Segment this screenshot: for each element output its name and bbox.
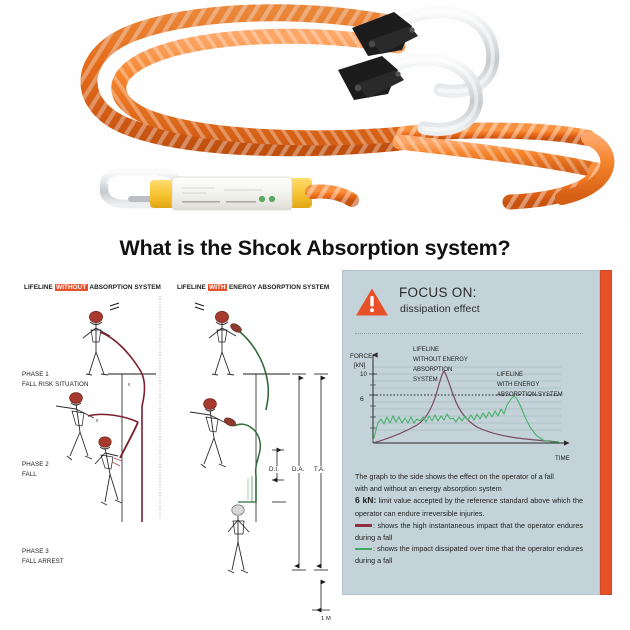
dimension-label-ta: T.A. <box>313 466 327 473</box>
chart-annotation-without: LIFELINE WITHOUT ENERGY ABSORPTION SYSTE… <box>413 347 468 383</box>
worker-phase1-right <box>194 302 237 376</box>
header-with-pre: LIFELINE <box>177 284 208 291</box>
column-with-absorption <box>189 302 290 574</box>
svg-text:WITHOUT ENERGY: WITHOUT ENERGY <box>413 357 468 363</box>
worker-phase2-left <box>55 392 95 461</box>
svg-text:LIFELINE: LIFELINE <box>413 347 439 353</box>
focus-legend-green-text: : shows the impact dissipated over time … <box>355 544 583 565</box>
force-time-chart: FORCE [kN] 10 6 TIME <box>347 341 597 466</box>
warning-triangle-icon <box>355 287 389 317</box>
worker-phase1-left <box>82 302 120 376</box>
series-with-absorption <box>372 395 559 443</box>
focus-kn-label: 6 kN: <box>355 495 377 506</box>
header-without-pre: LIFELINE <box>24 284 55 291</box>
column-header-with: LIFELINE WITH ENERGY ABSORPTION SYSTEM <box>177 284 329 291</box>
worker-phase3-right <box>227 504 250 574</box>
phase-2-label: PHASE 2 FALL <box>22 460 49 479</box>
svg-text:II: II <box>96 418 98 423</box>
fall-sequence-drawing: II II <box>55 296 330 613</box>
fall-diagram-panel: LIFELINE WITHOUT ABSORPTION SYSTEM LIFEL… <box>0 270 342 630</box>
svg-text:LIFELINE: LIFELINE <box>497 372 523 378</box>
chart-xlabel: TIME <box>555 455 570 462</box>
phase-2-caption: FALL <box>22 470 37 478</box>
chart-annotation-with: LIFELINE WITH ENERGY ABSORPTION SYSTEM <box>497 372 563 398</box>
legend-swatch-red-icon <box>355 524 372 527</box>
focus-intro-line-2: with and without an energy absorption sy… <box>355 483 502 493</box>
header-without-post: ABSORPTION SYSTEM <box>87 284 161 291</box>
header-without-highlight: WITHOUT <box>54 284 88 291</box>
focus-body-text: The graph to the side shows the effect o… <box>355 471 583 567</box>
focus-on-panel: FOCUS ON: dissipation effect <box>342 270 600 595</box>
dimension-label-1m: 1 M <box>320 616 332 622</box>
focus-subtitle: dissipation effect <box>400 303 480 315</box>
focus-kn-text: limit value accepted by the reference st… <box>355 496 583 519</box>
focus-legend-green: : shows the impact dissipated over time … <box>355 543 583 566</box>
svg-text:WITH ENERGY: WITH ENERGY <box>497 382 539 388</box>
deployed-absorber <box>238 476 257 503</box>
dimension-lines <box>272 373 330 613</box>
svg-text:ABSORPTION: ABSORPTION <box>413 367 452 373</box>
energy-absorber-pack <box>99 167 359 211</box>
svg-text:ABSORPTION SYSTEM: ABSORPTION SYSTEM <box>497 392 563 398</box>
chart-yunit: [kN] <box>354 362 366 369</box>
svg-text:II: II <box>128 382 130 387</box>
worker-phase3-left <box>94 436 123 506</box>
phase-1-label: PHASE 1 FALL RISK SITUATION <box>22 370 89 389</box>
focus-legend-red-text: : shows the high instantaneous impact th… <box>355 520 583 542</box>
focus-divider <box>355 333 583 334</box>
focus-intro-line-1: The graph to the side shows the effect o… <box>355 472 554 481</box>
column-without-absorption: II II <box>55 302 156 522</box>
worker-phase2-right <box>189 398 229 469</box>
phase-3-number: PHASE 3 <box>22 548 49 555</box>
scaffold-hook-upper <box>352 5 500 98</box>
header-with-highlight: WITH <box>207 284 228 291</box>
phase-2-number: PHASE 2 <box>22 461 49 468</box>
legend-swatch-green-icon <box>355 547 372 550</box>
dimension-label-da: D.A. <box>291 466 306 473</box>
chart-ytick-6: 6 <box>360 396 364 403</box>
header-with-post: ENERGY ABSORPTION SYSTEM <box>227 284 330 291</box>
dimension-label-di: D.I. <box>268 466 281 473</box>
chart-ylabel: FORCE <box>350 353 372 360</box>
focus-accent-bar <box>600 270 612 595</box>
phase-1-caption: FALL RISK SITUATION <box>22 380 89 388</box>
chart-ytick-10: 10 <box>360 371 367 378</box>
focus-title: FOCUS ON: <box>399 285 477 300</box>
svg-text:SYSTEM: SYSTEM <box>413 377 438 383</box>
phase-1-number: PHASE 1 <box>22 371 49 378</box>
phase-3-label: PHASE 3 FALL ARREST <box>22 547 64 566</box>
lower-content: LIFELINE WITHOUT ABSORPTION SYSTEM LIFEL… <box>0 270 630 630</box>
series-without-absorption <box>372 369 560 444</box>
focus-legend-red: : shows the high instantaneous impact th… <box>355 520 583 543</box>
page-title: What is the Shcok Absorption system? <box>119 235 511 260</box>
scaffold-hook-lower <box>338 52 483 136</box>
phase-3-caption: FALL ARREST <box>22 557 64 565</box>
focus-kn-paragraph: 6 kN: limit value accepted by the refere… <box>355 494 583 520</box>
column-header-without: LIFELINE WITHOUT ABSORPTION SYSTEM <box>24 284 161 291</box>
shock-absorbing-lanyard-photo <box>0 0 630 226</box>
focus-header: FOCUS ON: dissipation effect <box>355 283 585 327</box>
